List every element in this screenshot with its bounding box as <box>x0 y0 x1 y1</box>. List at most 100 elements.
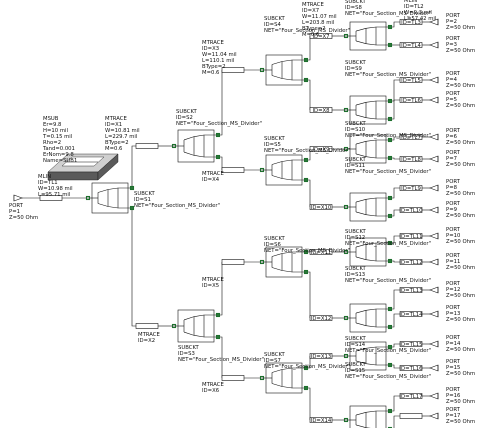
port-output-14[interactable] <box>429 340 439 348</box>
mtrace-x3[interactable] <box>221 67 245 73</box>
mlin-output-1[interactable] <box>399 19 423 25</box>
mlin-output-14[interactable] <box>399 365 423 371</box>
divider-level4-1[interactable] <box>346 21 390 51</box>
subckt-s3-parameter-line: ID=S3 <box>178 351 195 357</box>
node-dot <box>388 363 392 367</box>
mtrace-level4-6[interactable] <box>309 315 333 321</box>
mlin-output-16[interactable] <box>399 413 423 419</box>
port-output-7[interactable] <box>429 155 439 163</box>
mtrace-level4-2[interactable] <box>309 107 333 113</box>
mlin-output-5[interactable] <box>399 134 423 140</box>
pin-marker <box>343 204 349 210</box>
mtrace-x5-parameter-line: MTRACE <box>202 277 225 283</box>
mlin-main-parameter-line: W=10.98 mil <box>38 186 73 192</box>
divider-level4-2[interactable] <box>346 95 390 125</box>
subckt-s8-parameter-line: SUBCKT <box>345 0 367 5</box>
msub-parameter-line: Name=SUB1 <box>43 158 77 164</box>
mtrace-level4-7[interactable] <box>309 353 333 359</box>
mlin-output-13[interactable] <box>399 341 423 347</box>
mlin-main[interactable] <box>39 195 63 201</box>
port-output-5[interactable] <box>429 96 439 104</box>
mtrace-x6-parameter-line: MTRACE <box>202 382 225 388</box>
port-input[interactable] <box>13 194 23 202</box>
divider-level4-6[interactable] <box>346 303 390 333</box>
port-output-2[interactable] <box>429 18 439 26</box>
mlin-output-15[interactable] <box>399 393 423 399</box>
subckt-s15-parameter-line: NET="Four_Section_MS_Divider" <box>345 374 431 380</box>
mtrace-level4-5[interactable] <box>309 249 333 255</box>
port-output-17[interactable] <box>429 412 439 420</box>
port-output-parameter-line: P=14 <box>446 341 461 347</box>
mtrace-level4-3[interactable] <box>309 146 333 152</box>
mlin-output-3[interactable] <box>399 77 423 83</box>
port-output-6[interactable] <box>429 133 439 141</box>
mlin-output-6[interactable] <box>399 156 423 162</box>
port-output-10[interactable] <box>429 232 439 240</box>
mtrace-x3-parameter-line: L=110.1 mil <box>202 58 234 64</box>
divider-level3-3[interactable] <box>262 246 306 278</box>
port-output-parameter-line: Z=50 Ohm <box>446 162 475 168</box>
divider-s2[interactable] <box>174 129 218 163</box>
mlin-box-id: ID=TL11 <box>399 234 422 240</box>
mlin-output-11[interactable] <box>399 287 423 293</box>
mtrace-x3-parameter-line: M=0.6 <box>202 70 220 76</box>
pin-marker <box>215 312 221 318</box>
mtrace-x7-parameter-line: BType=2 <box>302 26 326 32</box>
msub-side <box>97 153 119 181</box>
divider-level4-5[interactable] <box>346 237 390 267</box>
mtrace-x6[interactable] <box>221 375 245 381</box>
mlin-output-10[interactable] <box>399 259 423 265</box>
mtrace-level4-1[interactable] <box>309 33 333 39</box>
divider-s1[interactable] <box>88 182 132 214</box>
divider-level4-7[interactable] <box>346 341 390 371</box>
port-output-11[interactable] <box>429 258 439 266</box>
port-output-9[interactable] <box>429 206 439 214</box>
mlin-output-9[interactable] <box>399 233 423 239</box>
mlin-output-4[interactable] <box>399 97 423 103</box>
wire-s1-down <box>131 208 136 327</box>
port-output-16[interactable] <box>429 392 439 400</box>
subckt-s6-parameter-line: SUBCKT <box>264 236 286 242</box>
mtrace-x1[interactable] <box>135 143 159 149</box>
port-output-13[interactable] <box>429 310 439 318</box>
mtrace-x5[interactable] <box>221 259 245 265</box>
mlin-output-2[interactable] <box>399 42 423 48</box>
divider-level3-1[interactable] <box>262 54 306 86</box>
divider-level3-2[interactable] <box>262 154 306 186</box>
mtrace-x1-parameter-line: L=229.7 mil <box>105 134 137 140</box>
mtrace-x7-parameter-line: M=0.6 <box>302 32 320 38</box>
divider-s3[interactable] <box>174 309 218 343</box>
mlin-output-8[interactable] <box>399 207 423 213</box>
node-dot <box>388 99 392 103</box>
pin-marker <box>215 132 221 138</box>
mtrace-x4[interactable] <box>221 167 245 173</box>
mtrace-box-id: ID=X8 <box>312 108 330 114</box>
divider-trace <box>271 75 306 81</box>
mtrace-level4-8[interactable] <box>309 417 333 423</box>
port-output-parameter-line: P=13 <box>446 311 460 317</box>
port-output-8[interactable] <box>429 184 439 192</box>
mlin-output-12[interactable] <box>399 311 423 317</box>
port-output-15[interactable] <box>429 364 439 372</box>
divider-trace <box>355 40 390 46</box>
node-dot <box>388 325 392 329</box>
port-output-12[interactable] <box>429 286 439 294</box>
subckt-s10-parameter-line: SUBCKT <box>345 121 367 127</box>
subckt-s1-parameter-line: NET="Four_Section_MS_Divider" <box>134 203 220 209</box>
port-output-3[interactable] <box>429 41 439 49</box>
port-output-4[interactable] <box>429 76 439 84</box>
divider-level4-8[interactable] <box>346 405 390 428</box>
mtrace-x2[interactable] <box>135 323 159 329</box>
pin-marker <box>303 269 309 275</box>
mlin-output-7[interactable] <box>399 185 423 191</box>
mtrace-level4-4[interactable] <box>309 204 333 210</box>
divider-level4-3[interactable] <box>346 134 390 164</box>
msub-parameter-line: Rho=2 <box>43 140 61 146</box>
mtrace-box-id: ID=X13 <box>311 354 331 360</box>
pin-marker <box>343 315 349 321</box>
divider-trace <box>355 139 390 145</box>
node-dot <box>304 158 308 162</box>
divider-level4-4[interactable] <box>346 192 390 222</box>
divider-level3-4[interactable] <box>262 362 306 394</box>
